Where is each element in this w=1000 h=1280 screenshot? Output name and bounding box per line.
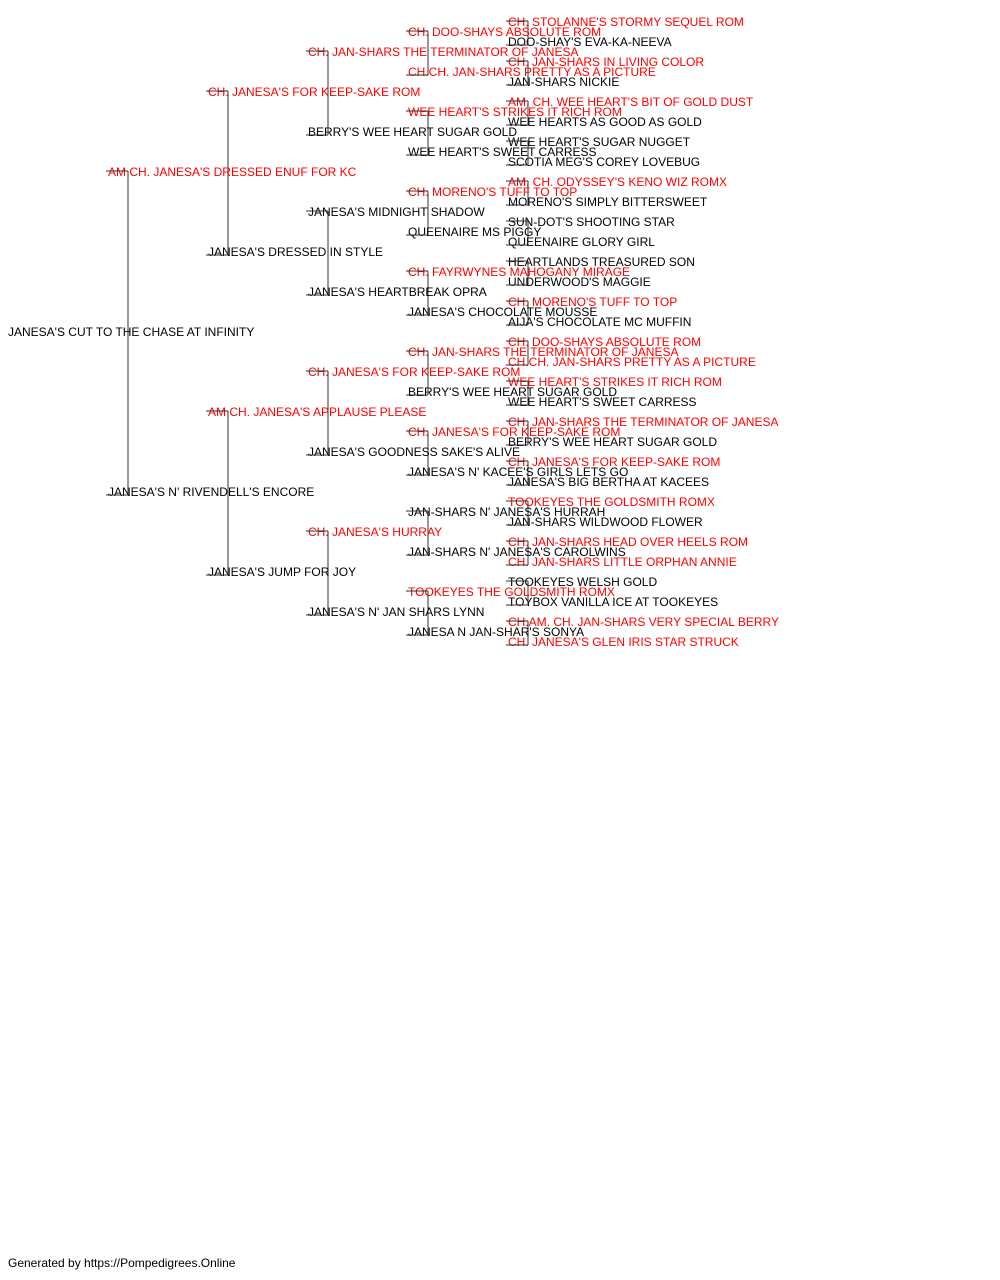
ancestor-name: AM. CH. ODYSSEY'S KENO WIZ ROMX — [508, 175, 727, 189]
ancestor-name: AIJA'S CHOCOLATE MC MUFFIN — [508, 315, 691, 329]
ancestor-name: BERRY'S WEE HEART SUGAR GOLD — [308, 125, 517, 139]
ancestor-name: CH. JAN-SHARS THE TERMINATOR OF JANESA — [408, 345, 678, 359]
ancestor-name: BERRY'S WEE HEART SUGAR GOLD — [408, 385, 617, 399]
ancestor-name: BERRY'S WEE HEART SUGAR GOLD — [508, 435, 717, 449]
ancestor-name: TOOKEYES THE GOLDSMITH ROMX — [408, 585, 615, 599]
ancestor-name: WEE HEART'S SUGAR NUGGET — [508, 135, 691, 149]
ancestor-name: SUN-DOT'S SHOOTING STAR — [508, 215, 675, 229]
ancestor-name: CH. JANESA'S FOR KEEP-SAKE ROM — [408, 425, 620, 439]
ancestor-name: WEE HEARTS AS GOOD AS GOLD — [508, 115, 702, 129]
ancestor-name: HEARTLANDS TREASURED SON — [508, 255, 695, 269]
ancestor-name: AM CH. JANESA'S APPLAUSE PLEASE — [208, 405, 426, 419]
ancestor-name: JANESA'S N' KACEE'S GIRLS LETS GO — [408, 465, 628, 479]
ancestor-name: QUEENAIRE MS PIGGY — [408, 225, 541, 239]
ancestor-name: CH. STOLANNE'S STORMY SEQUEL ROM — [508, 15, 744, 29]
ancestor-name: CH. DOO-SHAYS ABSOLUTE ROM — [408, 25, 601, 39]
ancestor-name: JANESA N JAN-SHAR'S SONYA — [408, 625, 584, 639]
ancestor-name: JANESA'S DRESSED IN STYLE — [208, 245, 383, 259]
ancestor-name: CH. JANESA'S HURRAY — [308, 525, 442, 539]
ancestor-name: SCOTIA MEG'S COREY LOVEBUG — [508, 155, 700, 169]
ancestor-name: JAN-SHARS WILDWOOD FLOWER — [508, 515, 703, 529]
ancestor-name: CH. JANESA'S FOR KEEP-SAKE ROM — [308, 365, 520, 379]
ancestor-name: CH. JAN-SHARS LITTLE ORPHAN ANNIE — [508, 555, 737, 569]
ancestor-name: JANESA'S JUMP FOR JOY — [208, 565, 356, 579]
ancestor-name: DOO-SHAY'S EVA-KA-NEEVA — [508, 35, 672, 49]
ancestor-name: JAN-SHARS N' JANESA'S CAROLWINS — [408, 545, 626, 559]
ancestor-name: JANESA'S BIG BERTHA AT KACEES — [508, 475, 709, 489]
ancestor-name: CH.CH. JAN-SHARS PRETTY AS A PICTURE — [408, 65, 656, 79]
ancestor-name: WEE HEART'S SWEET CARRESS — [408, 145, 597, 159]
ancestor-name: JAN-SHARS N' JANESA'S HURRAH — [408, 505, 605, 519]
ancestor-name: CH. JAN-SHARS THE TERMINATOR OF JANESA — [508, 415, 778, 429]
ancestor-name: JANESA'S GOODNESS SAKE'S ALIVE — [308, 445, 520, 459]
ancestor-name: CH.AM. CH. JAN-SHARS VERY SPECIAL BERRY — [508, 615, 779, 629]
ancestor-name: QUEENAIRE GLORY GIRL — [508, 235, 655, 249]
ancestor-name: AM. CH. WEE HEART'S BIT OF GOLD DUST — [508, 95, 754, 109]
ancestor-name: JAN-SHARS NICKIE — [508, 75, 619, 89]
ancestor-name: TOOKEYES WELSH GOLD — [508, 575, 657, 589]
ancestor-name: CH. JAN-SHARS HEAD OVER HEELS ROM — [508, 535, 748, 549]
ancestor-name: CH. JAN-SHARS THE TERMINATOR OF JANESA — [308, 45, 578, 59]
ancestor-name: JANESA'S MIDNIGHT SHADOW — [308, 205, 485, 219]
ancestor-name: TOYBOX VANILLA ICE AT TOOKEYES — [508, 595, 718, 609]
footer-credit: Generated by https://Pompedigrees.Online — [8, 1256, 236, 1270]
ancestor-name: CH. JAN-SHARS IN LIVING COLOR — [508, 55, 704, 69]
ancestor-name: WEE HEART'S SWEET CARRESS — [508, 395, 697, 409]
ancestor-name: JANESA'S N' RIVENDELL'S ENCORE — [108, 485, 314, 499]
ancestor-name: CH. FAYRWYNES MAHOGANY MIRAGE — [408, 265, 630, 279]
ancestor-name: AM CH. JANESA'S DRESSED ENUF FOR KC — [108, 165, 357, 179]
ancestor-name: MORENO'S SIMPLY BITTERSWEET — [508, 195, 708, 209]
ancestor-name: CH. DOO-SHAYS ABSOLUTE ROM — [508, 335, 701, 349]
ancestor-name: CH. JANESA'S FOR KEEP-SAKE ROM — [208, 85, 420, 99]
ancestor-name: CH.CH. JAN-SHARS PRETTY AS A PICTURE — [508, 355, 756, 369]
ancestor-name: CH. JANESA'S GLEN IRIS STAR STRUCK — [508, 635, 739, 649]
ancestor-name: WEE HEART'S STRIKES IT RICH ROM — [508, 375, 722, 389]
subject-name: JANESA'S CUT TO THE CHASE AT INFINITY — [8, 325, 254, 339]
ancestor-name: JANESA'S N' JAN SHARS LYNN — [308, 605, 484, 619]
ancestor-name: CH. JANESA'S FOR KEEP-SAKE ROM — [508, 455, 720, 469]
ancestor-name: WEE HEART'S STRIKES IT RICH ROM — [408, 105, 622, 119]
ancestor-name: TOOKEYES THE GOLDSMITH ROMX — [508, 495, 715, 509]
ancestor-name: CH. MORENO'S TUFF TO TOP — [408, 185, 577, 199]
ancestor-name: JANESA'S CHOCOLATE MOUSSE — [408, 305, 597, 319]
ancestor-name: UNDERWOOD'S MAGGIE — [508, 275, 651, 289]
ancestor-name: JANESA'S HEARTBREAK OPRA — [308, 285, 487, 299]
ancestor-name: CH. MORENO'S TUFF TO TOP — [508, 295, 677, 309]
